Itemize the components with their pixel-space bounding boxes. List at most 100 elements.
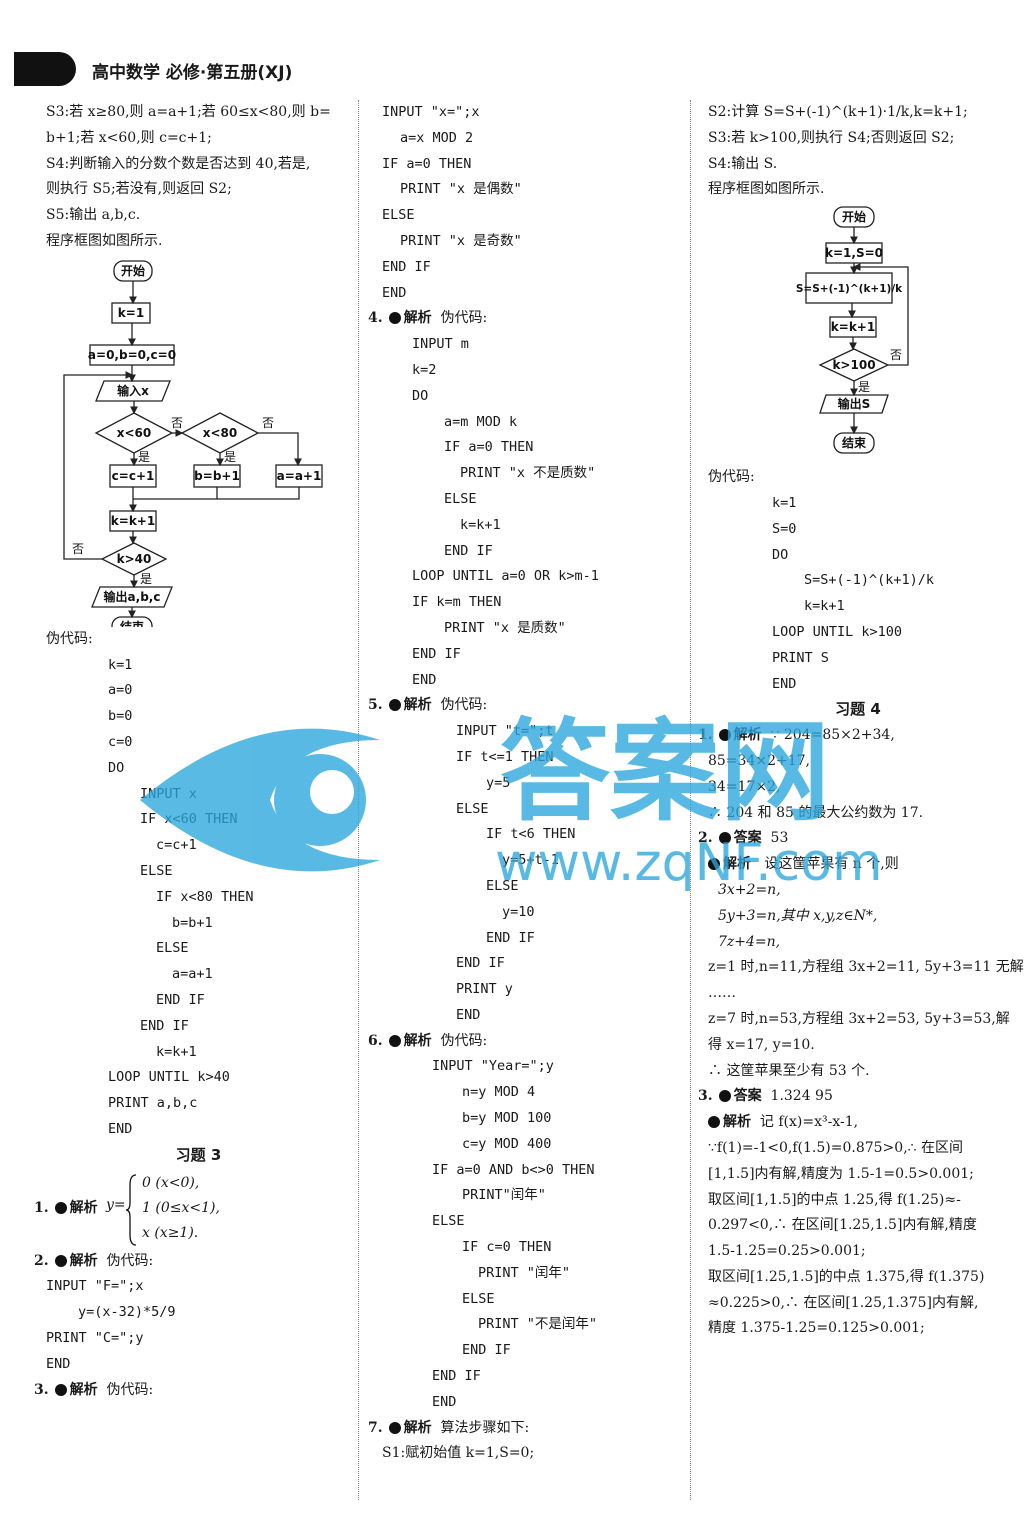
flow-label: 是 [140,572,152,586]
column-1: S3:若 x≥80,则 a=a+1;若 60≤x<80,则 b= b+1;若 x… [34,100,351,1403]
code-line: END [46,1355,71,1372]
column-divider [690,100,691,1500]
flow-decision: x<80 [203,426,238,440]
text-line: …… [708,985,736,1002]
code-line: IF x<60 THEN [140,811,238,828]
code-line: IF t<6 THEN [486,826,576,843]
question-number: 2. [698,830,713,847]
code-line: INPUT "x=";x [382,104,480,120]
text-line: S5:输出 a,b,c. [46,207,141,224]
analysis-label: 解析 [733,727,762,744]
piecewise-case: x (x≥1). [142,1224,199,1241]
flow-end: 结束 [842,435,867,450]
code-line: a=a+1 [172,966,213,983]
code-line: S=0 [772,520,797,537]
code-line: INPUT "Year=";y [432,1058,554,1075]
code-line: ELSE [486,877,519,894]
code-line: INPUT "t=";t [456,723,554,740]
code-line: IF c=0 THEN [462,1239,552,1256]
text-line: [1,1.5]内有解,精度为 1.5-1=0.5>0.001; [708,1165,974,1182]
analysis-icon [388,1421,401,1434]
code-line: b=0 [108,708,133,725]
code-line: c=y MOD 400 [462,1135,552,1152]
code-line: END IF [432,1368,481,1385]
section-title: 习题 4 [835,700,881,719]
answer-icon [718,1090,731,1103]
question-number: 6. [368,1032,383,1049]
page-header: 高中数学 必修·第五册(XJ) [0,0,1024,90]
flow-start: 开始 [842,209,866,224]
equation-line: 5y+3=n,其中 x,y,z∈N*, [718,907,878,924]
code-line: k=k+1 [804,598,845,615]
text-line: 程序框图如图所示. [708,181,825,198]
text-line: 取区间[1.25,1.5]的中点 1.375,得 f(1.375) [708,1268,985,1285]
code-line: END IF [444,542,493,559]
code-line: END IF [462,1342,511,1359]
code-line: a=0 [108,682,133,699]
text-line: ∴ 这筐苹果至少有 53 个. [708,1062,870,1079]
code-line: END IF [382,258,431,275]
question-text: 伪代码: [440,310,488,327]
code-line: PRINT "闰年" [478,1264,571,1281]
text-line: b+1;若 x<60,则 c=c+1; [46,129,212,146]
code-line: PRINT a,b,c [108,1095,198,1112]
code-line: INPUT m [412,336,469,353]
code-line: PRINT "x 是奇数" [400,232,522,249]
analysis-label: 解析 [69,1252,98,1269]
question-header: 4.解析 伪代码: [368,306,668,332]
code-line: b=y MOD 100 [462,1110,552,1127]
flow-end: 结束 [120,619,145,627]
flow-node: k=k+1 [111,514,155,528]
question-header: 2.解析 伪代码: [34,1249,351,1275]
code-line: END [382,284,407,301]
analysis-label: 解析 [403,310,432,327]
analysis-icon [708,858,720,871]
code-line: IF x<80 THEN [156,888,254,905]
analysis-label: 解析 [403,1419,432,1436]
text-line: 伪代码: [46,630,93,647]
text-line: S4:判断输入的分数个数是否达到 40,若是, [46,155,311,172]
code-line: LOOP UNTIL a=0 OR k>m-1 [412,568,599,585]
text-line: S3:若 x≥80,则 a=a+1;若 60≤x<80,则 b= [46,104,331,120]
flow-label: 是 [858,380,870,394]
question-header: 2.答案 53 [698,826,1008,852]
code-line: PRINT "C=";y [46,1329,144,1346]
text-line: ∵f(1)=-1<0,f(1.5)=0.875>0,∴ 在区间 [708,1139,964,1156]
code-line: ELSE [156,940,189,957]
flow-node: k=1 [118,306,144,320]
code-line: END [432,1393,457,1410]
code-line: INPUT "F=";x [46,1278,144,1295]
flow-decision: k>100 [832,358,875,372]
analysis-icon [718,729,731,742]
answer-value: 1.324 95 [770,1088,833,1105]
text-line: z=1 时,n=11,方程组 3x+2=11, 5y+3=11 无解; [708,959,1024,976]
text-line: 取区间[1,1.5]的中点 1.25,得 f(1.25)≈- [708,1191,961,1208]
text-line: ≈0.225>0,∴ 在区间[1.25,1.375]内有解, [708,1294,979,1311]
flow-label: 否 [262,416,274,430]
text-line: 得 x=17, y=10. [708,1036,815,1053]
question-text: 记 f(x)=x³-x-1, [759,1114,859,1131]
code-line: END IF [486,929,535,946]
question-number: 5. [368,697,383,714]
page-title: 高中数学 必修·第五册(XJ) [92,63,293,83]
question-number: 3. [698,1088,713,1105]
code-line: INPUT x [140,785,197,802]
header-tab-marker [14,52,76,86]
code-line: k=k+1 [460,516,501,533]
question-number: 2. [34,1252,49,1269]
code-line: LOOP UNTIL k>40 [108,1069,230,1086]
code-block: INPUT "Year=";y n=y MOD 4 b=y MOD 100 c=… [368,1054,668,1415]
analysis-label: 解析 [69,1381,98,1398]
section-title: 习题 3 [175,1145,222,1164]
analysis-icon [708,1116,720,1129]
code-line: b=b+1 [172,914,213,931]
piecewise-case: 1 (0≤x<1), [142,1199,220,1216]
analysis-label: 解析 [403,697,432,714]
code-line: y=10 [502,903,535,920]
question-header: 1.解析 ∵ 204=85×2+34, [698,723,1008,749]
flow-node: k=k+1 [831,320,875,334]
code-line: ELSE [140,862,173,879]
question-number: 7. [368,1419,383,1436]
code-line: END IF [412,645,461,662]
flowchart-grades: 开始 k=1 a=0,b=0,c=0 输入x x<60 x<80 c=c+1 b… [63,260,323,627]
